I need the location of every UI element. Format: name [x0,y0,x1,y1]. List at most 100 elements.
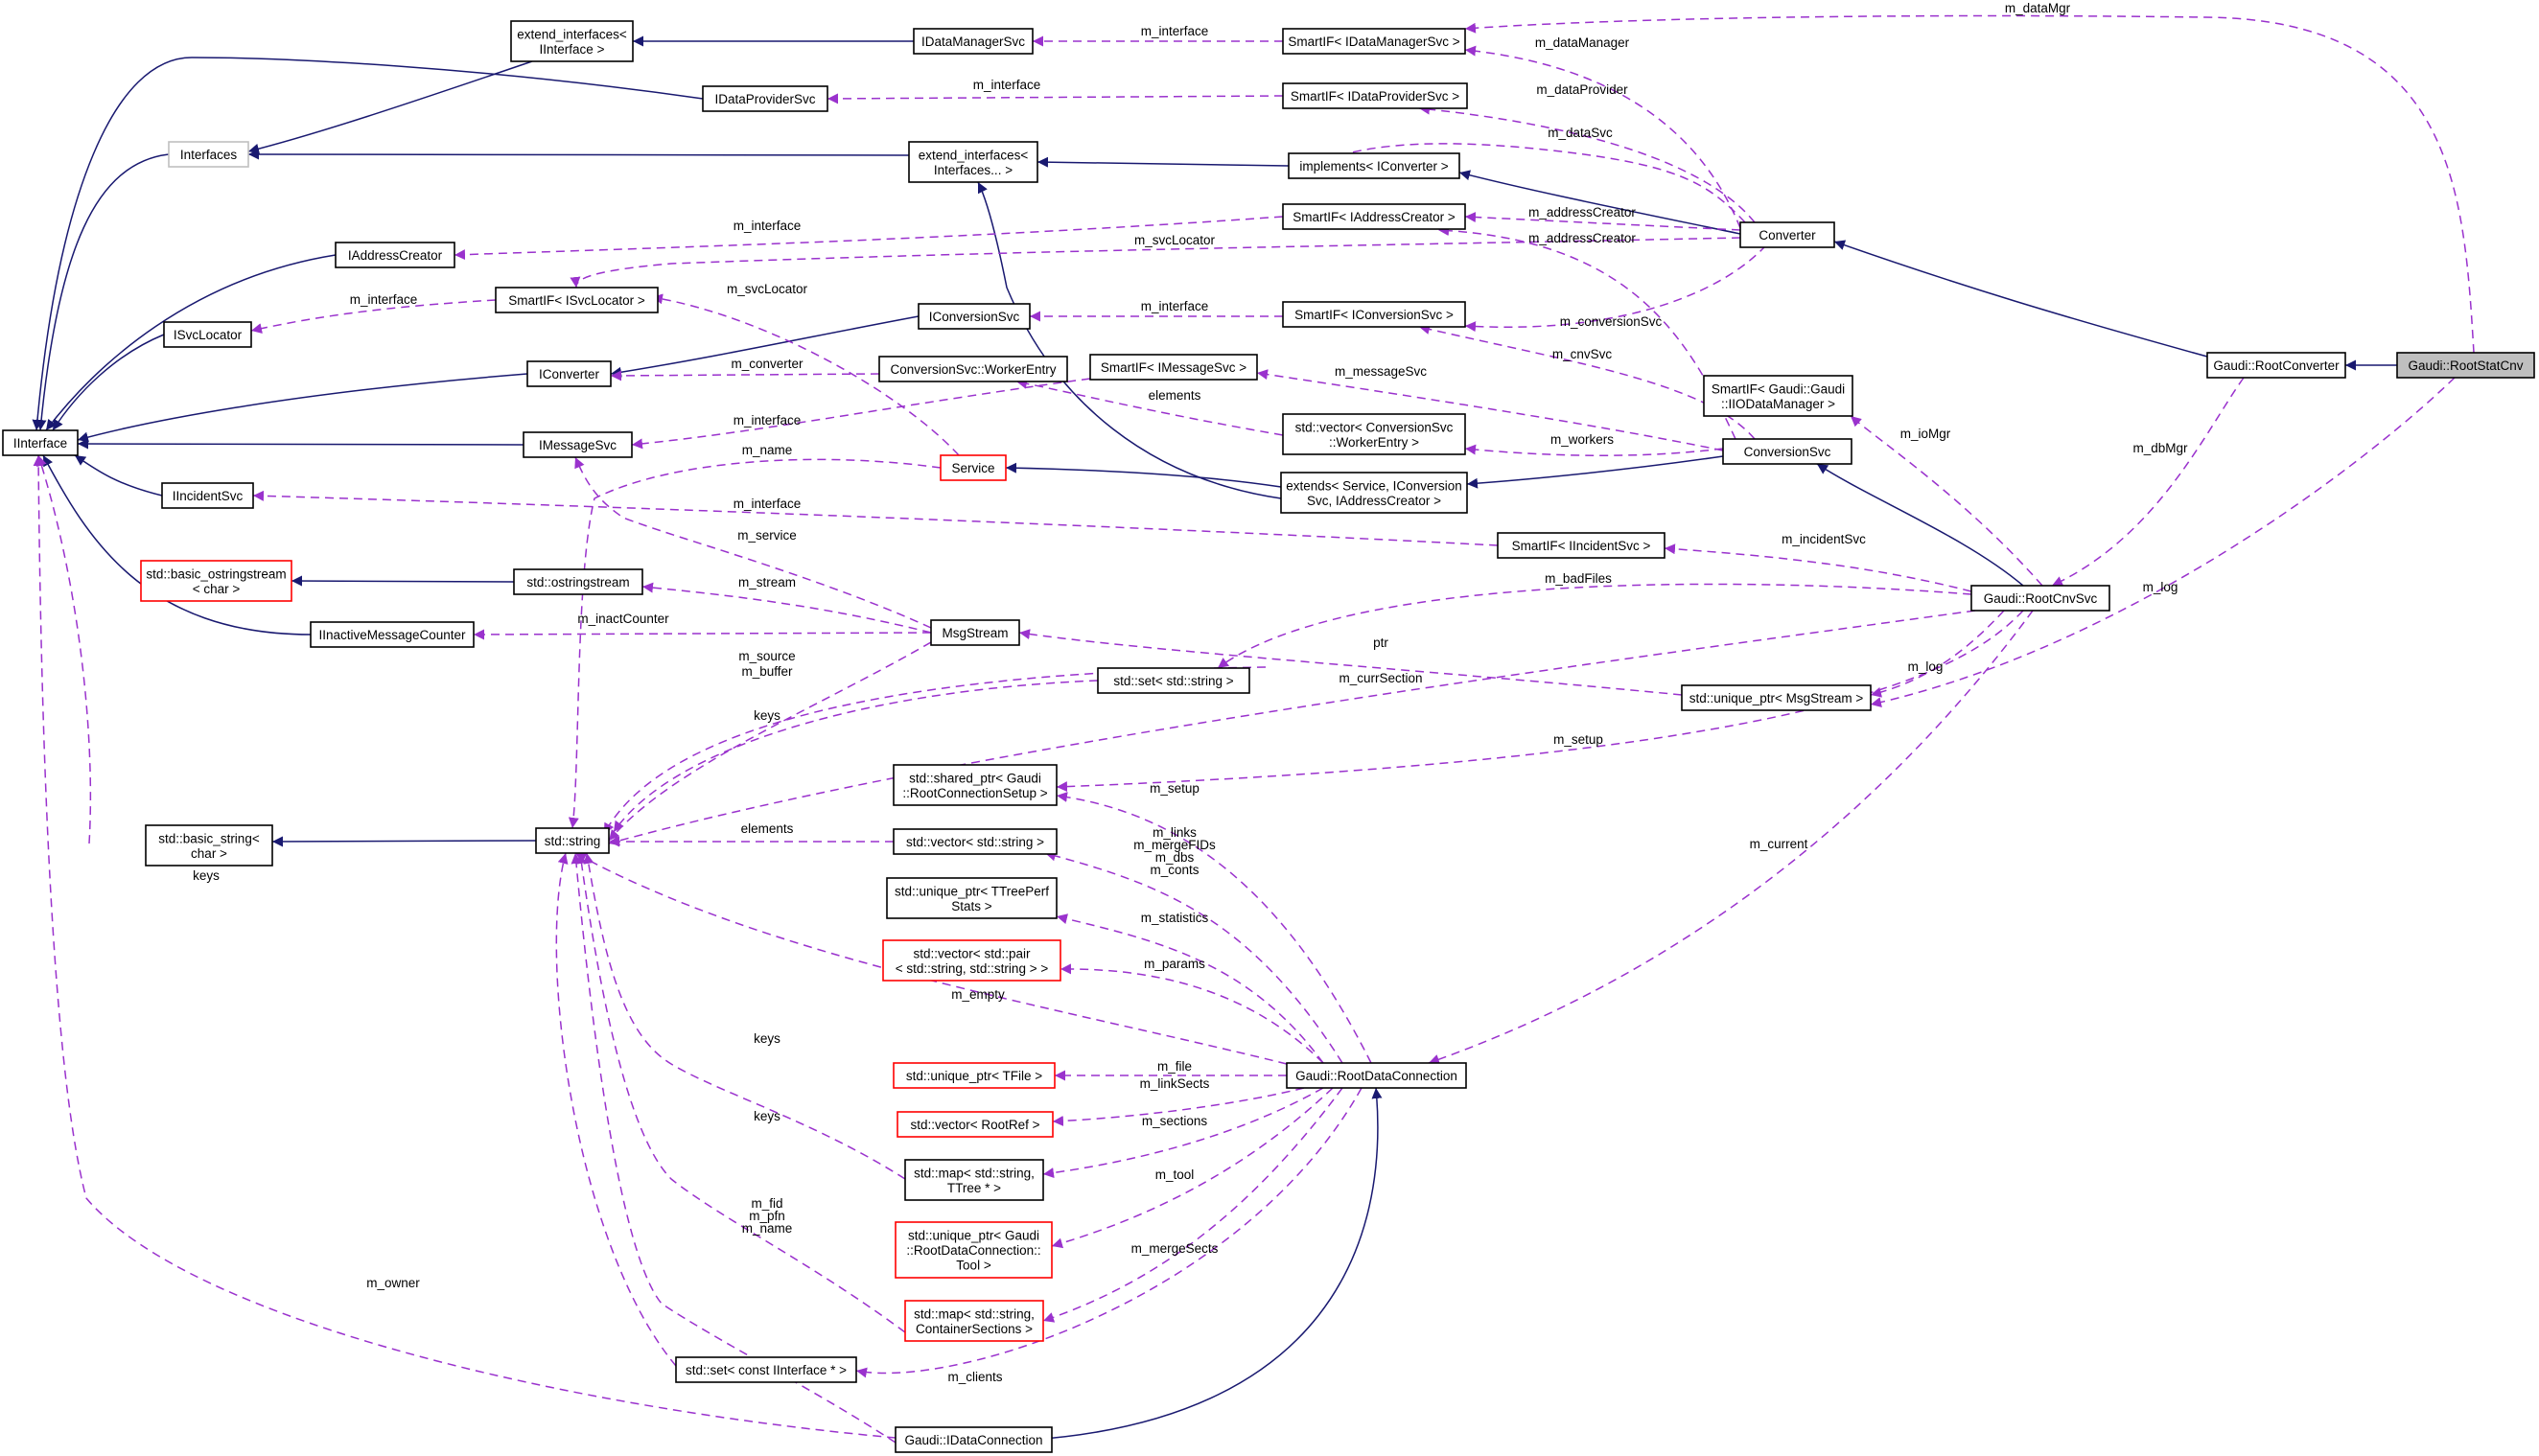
class-node-idatamanagersvc[interactable]: IDataManagerSvc [913,28,1034,55]
class-node-iconverter[interactable]: IConverter [526,360,612,387]
class-node-msgstream[interactable]: MsgStream [930,619,1020,646]
usage-edge-71 [576,852,906,1333]
edge-label-m-source: m_source [738,649,795,663]
edge-label-elements1: elements [1149,388,1201,403]
edge-label-m-clients: m_clients [947,1370,1002,1384]
class-node-label: Svc, IAddressCreator > [1307,494,1441,508]
class-node-label: IAddressCreator [348,248,443,263]
class-node-label: < std::string, std::string > > [896,961,1049,976]
edge-label-m-cnvsvc: m_cnvSvc [1552,347,1613,361]
class-node-workerentry[interactable]: ConversionSvc::WorkerEntry [878,356,1068,382]
class-node-rootdataconnection[interactable]: Gaudi::RootDataConnection [1286,1062,1467,1089]
edge-label-m-name2: m_name [742,1221,793,1236]
class-node-rootstatcnv[interactable]: Gaudi::RootStatCnv [2396,352,2535,379]
class-node-label: SmartIF< IIncidentSvc > [1512,539,1651,553]
class-node-label: ::RootDataConnection:: [906,1243,1040,1258]
edge-label-elements2: elements [741,821,794,836]
class-node-unique-ptr-tool[interactable]: std::unique_ptr< Gaudi::RootDataConnecti… [895,1221,1053,1279]
class-node-smartif-iconversionsvc[interactable]: SmartIF< IConversionSvc > [1282,301,1466,328]
class-node-service[interactable]: Service [940,454,1007,481]
class-node-unique-ptr-msgstream[interactable]: std::unique_ptr< MsgStream > [1681,684,1872,711]
class-node-rootconverter[interactable]: Gaudi::RootConverter [2206,352,2346,379]
class-node-iconversionsvc[interactable]: IConversionSvc [918,303,1031,330]
class-node-label: extend_interfaces< [919,148,1029,162]
class-node-iinterface[interactable]: IInterface [2,429,79,456]
edge-label-m-fid: m_fid [751,1196,782,1211]
usage-edge-25 [1464,45,1741,229]
class-node-basic-string[interactable]: std::basic_string<char > [145,824,273,867]
class-node-iaddresscreator[interactable]: IAddressCreator [335,242,455,268]
usage-edge-56 [1870,377,2456,707]
edge-label-m-datamanager: m_dataManager [1535,35,1630,50]
class-node-label: IMessageSvc [539,438,617,452]
usage-edge-55 [608,610,1976,846]
class-node-vector-string[interactable]: std::vector< std::string > [893,828,1058,855]
class-node-iincidentsvc[interactable]: IIncidentSvc [161,482,254,509]
usage-edge-53 [1018,629,1683,696]
class-node-iinactivemessagecounter[interactable]: IInactiveMessageCounter [310,621,475,648]
class-node-imessagesvc[interactable]: IMessageSvc [523,431,633,458]
class-node-extend-ifaces-interfaces[interactable]: extend_interfaces<Interfaces... > [908,141,1038,183]
class-node-conversionsvc[interactable]: ConversionSvc [1722,438,1852,465]
class-node-label: std::map< std::string, [914,1306,1035,1321]
usage-edge-38 [610,370,880,381]
class-node-basic-ostringstream[interactable]: std::basic_ostringstream< char > [140,560,292,602]
class-node-extend-ifaces-iinterface[interactable]: extend_interfaces<IInterface > [510,20,634,62]
inheritance-edge-12 [77,438,524,450]
class-node-idataconnection[interactable]: Gaudi::IDataConnection [895,1426,1053,1453]
edge-label-m-stream: m_stream [738,575,796,589]
class-node-label: std::basic_string< [158,831,260,845]
class-node-rootcnvsvc[interactable]: Gaudi::RootCnvSvc [1970,585,2110,612]
class-node-converter[interactable]: Converter [1739,221,1835,248]
class-node-smartif-iaddresscreator[interactable]: SmartIF< IAddressCreator > [1282,203,1466,230]
class-node-vector-pair[interactable]: std::vector< std::pair< std::string, std… [882,939,1061,982]
class-node-smartif-iiodatamanager[interactable]: SmartIF< Gaudi::Gaudi::IIODataManager > [1703,375,1853,417]
class-node-set-iinterface[interactable]: std::set< const IInterface * > [675,1356,857,1383]
class-node-ostringstream[interactable]: std::ostringstream [513,568,643,595]
class-node-label: std::vector< std::string > [906,835,1044,849]
class-node-extends-service[interactable]: extends< Service, IConversionSvc, IAddre… [1280,472,1468,514]
class-node-map-containersections[interactable]: std::map< std::string,ContainerSections … [904,1300,1044,1342]
class-node-smartif-idatamanagersvc[interactable]: SmartIF< IDataManagerSvc > [1282,28,1466,55]
edge-label-m-workers: m_workers [1550,432,1614,447]
class-node-label: Interfaces [180,148,238,162]
edge-label-m-setup1: m_setup [1553,732,1603,747]
edge-label-m-params: m_params [1144,957,1205,971]
class-node-smartif-idataprovidersvc[interactable]: SmartIF< IDataProviderSvc > [1282,82,1468,109]
class-node-set-string[interactable]: std::set< std::string > [1097,667,1250,694]
class-node-shared-ptr-rootconnectionsetup[interactable]: std::shared_ptr< Gaudi::RootConnectionSe… [893,764,1058,806]
edge-label-m-interface-sl: m_interface [350,292,418,307]
edge-label-m-mergefids: m_mergeFIDs [1133,838,1216,852]
class-node-interfaces[interactable]: Interfaces [168,141,249,168]
class-node-label: std::set< std::string > [1113,674,1233,688]
edge-label-m-log1: m_log [1908,659,1944,674]
edge-label-m-conts: m_conts [1150,863,1199,877]
usage-edge-37 [1418,324,1756,440]
class-node-label: std::unique_ptr< TTreePerf [895,884,1049,898]
class-node-isvclocator[interactable]: ISvcLocator [163,321,252,348]
class-node-label: ConversionSvc [1744,445,1831,459]
usage-edge-26 [827,93,1284,104]
class-node-unique-ptr-tfile[interactable]: std::unique_ptr< TFile > [893,1062,1056,1089]
class-node-idataprovidersvc[interactable]: IDataProviderSvc [702,85,828,112]
class-node-std-string[interactable]: std::string [535,827,610,854]
edge-label-m-service: m_service [737,528,797,543]
class-node-label: char > [191,846,227,861]
class-node-smartif-isvclocator[interactable]: SmartIF< ISvcLocator > [495,287,659,313]
edge-label-m-tool: m_tool [1155,1167,1195,1182]
class-node-smartif-iincidentsvc[interactable]: SmartIF< IIncidentSvc > [1497,532,1665,559]
inheritance-edge-22 [271,836,537,847]
class-node-implements-iconverter[interactable]: implements< IConverter > [1288,152,1460,179]
class-node-label: std::string [545,834,601,848]
usage-edge-29 [1464,212,1741,231]
usage-edge-67 [583,852,906,1180]
inheritance-edge-21 [1032,1087,1383,1441]
class-node-vector-workerentry[interactable]: std::vector< ConversionSvc::WorkerEntry … [1282,413,1466,455]
class-node-label: Converter [1759,228,1816,243]
inheritance-edge-14 [42,454,312,636]
class-node-map-ttree[interactable]: std::map< std::string,TTree * > [904,1159,1044,1201]
class-node-vector-rootref[interactable]: std::vector< RootRef > [897,1111,1054,1138]
class-node-smartif-imessagesvc[interactable]: SmartIF< IMessageSvc > [1089,354,1258,381]
class-node-label: TTree * > [947,1181,1001,1195]
